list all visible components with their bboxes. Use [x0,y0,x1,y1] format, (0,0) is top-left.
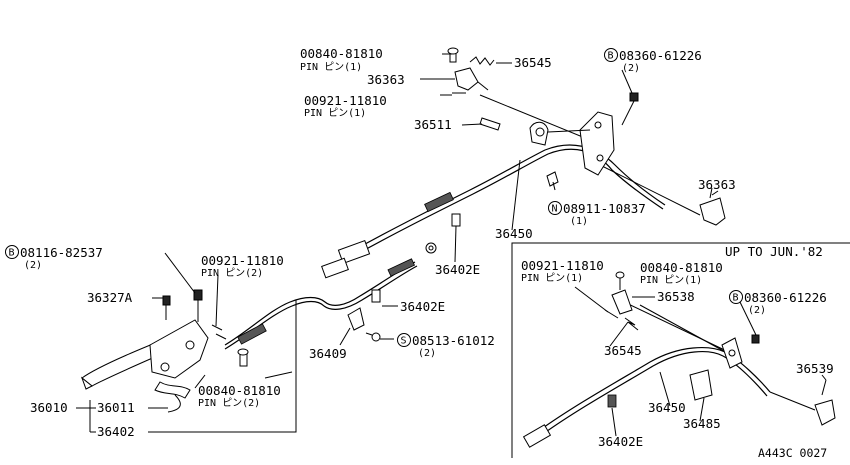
badge-n-text: N [552,204,558,215]
label-36327A: 36327A [87,290,133,305]
badge-b-top-text: B [608,51,614,62]
label-00921-left: 00921-11810 [201,253,284,268]
label-00840-left-sub: PIN ピン(2) [198,397,260,409]
cable-end-box-mid [321,257,349,279]
inset-label-00921-sub: PIN ピン(1) [521,272,583,284]
inset-pin-00840 [615,271,625,279]
badge-n [548,201,562,215]
label-36010: 36010 [30,400,68,415]
cable-boot-mid [387,258,416,277]
clevis-36363-top [454,67,479,91]
label-36402E-upper: 36402E [435,262,480,277]
label-36450-main: 36450 [495,226,533,241]
inset-label-00921: 00921-11810 [521,258,604,273]
label-36402E-mid: 36402E [400,299,445,314]
badge-b-left [5,245,19,259]
inset-bracket-36485 [689,369,713,401]
clip-36402E-mid [371,289,381,303]
inset-badge-b [729,290,743,304]
inset-spring-36545 [624,317,639,331]
cable-boot-lower [237,323,267,345]
badge-b-left-text: B [9,248,15,259]
bolt-08360-top [629,92,639,102]
clip-36402E-upper [451,213,461,227]
label-36409: 36409 [309,346,347,361]
label-08116-sub: (2) [24,260,42,271]
spring-36545 [469,56,495,66]
bracket-36409 [347,307,365,331]
cable-end-box-upper [337,239,371,265]
bolt-36327A [162,295,171,306]
label-08911-sub: (1) [570,216,588,227]
lever-36011 [154,381,191,399]
cable-boot-upper [424,191,454,213]
main-labels: 00840-81810 PIN ピン(1) 36545 36363 00921-… [5,46,736,439]
label-00840-top-sub: PIN ピン(1) [300,61,362,73]
label-00921-top-sub: PIN ピン(1) [304,107,366,119]
label-36011: 36011 [97,400,135,415]
leader-lines [76,53,719,433]
label-00840-left: 00840-81810 [198,383,281,398]
main-cable-assembly [224,94,701,350]
inset-lever-36538 [611,289,633,315]
label-00921-top: 00921-11810 [304,93,387,108]
inset-label-00840: 00840-81810 [640,260,723,275]
inset-label-00840-sub: PIN ピン(1) [640,274,702,286]
label-36363-right: 36363 [698,177,736,192]
nut-08911 [546,171,559,187]
inset-label-36545: 36545 [604,343,642,358]
inset-cable-end [522,424,552,448]
parking-brake-lever-36010 [80,289,249,413]
screw-08513 [371,332,381,342]
inset-label-36402E: 36402E [598,434,643,449]
top-clevis-group [447,47,501,131]
label-08513-sub: (2) [418,348,436,359]
label-36511: 36511 [414,117,452,132]
label-08360-top: 08360-61226 [619,48,702,63]
label-36545-top: 36545 [514,55,552,70]
badge-s-text: S [401,336,407,347]
inset-title: UP TO JUN.'82 [725,244,823,259]
badge-s [397,333,411,347]
label-00921-left-sub: PIN ピン(2) [201,267,263,279]
inset-label-08360-sub: (2) [748,305,766,316]
bolt-36511 [479,117,501,131]
badge-b-top [604,48,618,62]
inset-clip [607,394,617,408]
inset-label-08360: 08360-61226 [744,290,827,305]
label-08513: 08513-61012 [412,333,495,348]
right-clevis-36363 [699,187,726,226]
label-08360-top-sub: (2) [622,63,640,74]
inset-label-36538: 36538 [657,289,695,304]
inset-bolt-08360 [751,334,760,344]
inset-label-36539: 36539 [796,361,834,376]
label-08911: 08911-10837 [563,201,646,216]
inset-clevis-36539 [814,399,836,426]
inset-badge-b-text: B [733,293,739,304]
bolt-08116 [193,289,203,301]
inset-label-36485: 36485 [683,416,721,431]
equalizer-bracket [529,92,639,187]
label-36402: 36402 [97,424,135,439]
inset-label-36450: 36450 [648,400,686,415]
diagram-code: A443C 0027 [758,446,827,460]
label-08116: 08116-82537 [20,245,103,260]
inset-up-to-jun-82: UP TO JUN.'82 00921-118 [511,242,850,460]
label-00840-top: 00840-81810 [300,46,383,61]
label-36363-top: 36363 [367,72,405,87]
